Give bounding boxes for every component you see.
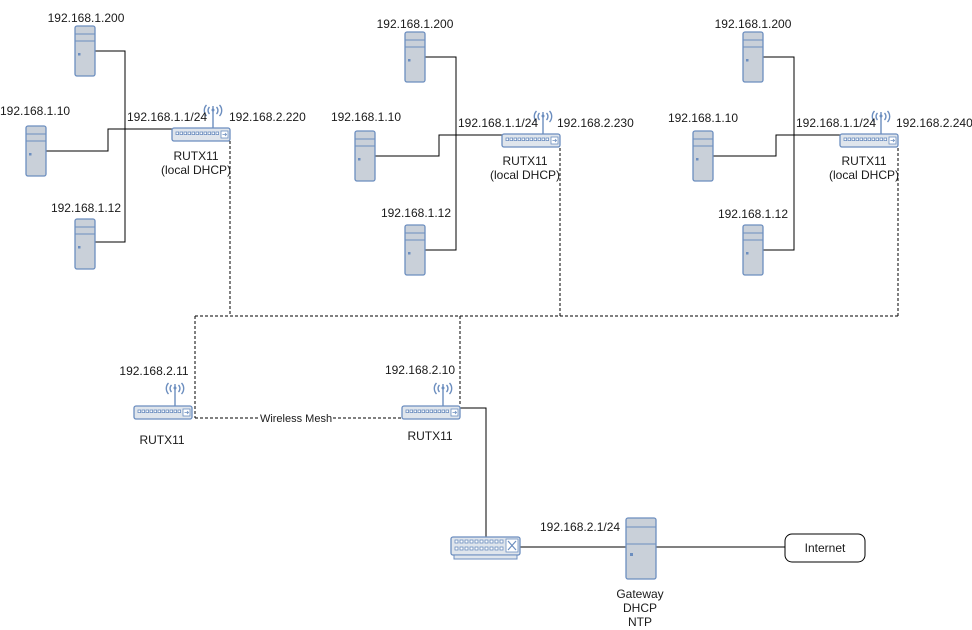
internet-node bbox=[784, 533, 866, 563]
gateway-role-label: Gateway bbox=[616, 587, 663, 601]
router-name-label: RUTX11 bbox=[173, 149, 218, 163]
wireless-router-icon bbox=[401, 382, 461, 420]
pc-tower-icon bbox=[742, 224, 764, 276]
wan-ip-label: 192.168.2.240 bbox=[896, 116, 972, 130]
pc-tower-icon bbox=[354, 130, 376, 182]
router-name-label: RUTX11 bbox=[502, 154, 547, 168]
pc-tower-icon bbox=[25, 125, 47, 177]
gateway-role-label: NTP bbox=[628, 615, 652, 629]
router-note-label: (local DHCP) bbox=[829, 168, 899, 182]
mesh-right-ip-label: 192.168.2.10 bbox=[385, 363, 455, 377]
pc-ip-label: 192.168.1.200 bbox=[377, 17, 454, 31]
pc-ip-label: 192.168.1.12 bbox=[381, 206, 451, 220]
pc-ip-label: 192.168.1.10 bbox=[668, 111, 738, 125]
mesh-left-name-label: RUTX11 bbox=[139, 433, 184, 447]
lan-ip-label: 192.168.1.1/24 bbox=[458, 116, 538, 130]
pc-tower-icon bbox=[742, 31, 764, 83]
internet-label: Internet bbox=[805, 541, 846, 555]
mesh-right-name-label: RUTX11 bbox=[407, 429, 452, 443]
wireless-router-icon bbox=[133, 382, 193, 420]
gateway-role-label: DHCP bbox=[623, 601, 657, 615]
wan-ip-label: 192.168.2.220 bbox=[229, 110, 306, 124]
wan-ip-label: 192.168.2.230 bbox=[557, 116, 634, 130]
lan-links bbox=[46, 50, 840, 251]
server-icon bbox=[625, 517, 657, 580]
router-note-label: (local DHCP) bbox=[490, 168, 560, 182]
pc-ip-label: 192.168.1.200 bbox=[48, 11, 125, 25]
gateway-ip-label: 192.168.2.1/24 bbox=[540, 520, 620, 534]
uplink-links bbox=[460, 407, 785, 548]
pc-tower-icon bbox=[404, 31, 426, 83]
pc-tower-icon bbox=[692, 130, 714, 182]
mesh-link-label: Wireless Mesh bbox=[260, 413, 332, 425]
pc-ip-label: 192.168.1.12 bbox=[51, 201, 121, 215]
lan-ip-label: 192.168.1.1/24 bbox=[127, 110, 207, 124]
pc-ip-label: 192.168.1.10 bbox=[331, 110, 401, 124]
pc-ip-label: 192.168.1.10 bbox=[0, 104, 70, 118]
pc-tower-icon bbox=[404, 224, 426, 276]
lan-ip-label: 192.168.1.1/24 bbox=[796, 116, 876, 130]
router-note-label: (local DHCP) bbox=[161, 163, 231, 177]
router-name-label: RUTX11 bbox=[841, 154, 886, 168]
pc-tower-icon bbox=[74, 218, 96, 270]
pc-ip-label: 192.168.1.12 bbox=[718, 207, 788, 221]
wan-dashed-links bbox=[194, 141, 899, 419]
pc-tower-icon bbox=[74, 25, 96, 77]
pc-ip-label: 192.168.1.200 bbox=[715, 17, 792, 31]
mesh-left-ip-label: 192.168.2.11 bbox=[119, 364, 189, 378]
network-switch-icon bbox=[450, 536, 521, 560]
